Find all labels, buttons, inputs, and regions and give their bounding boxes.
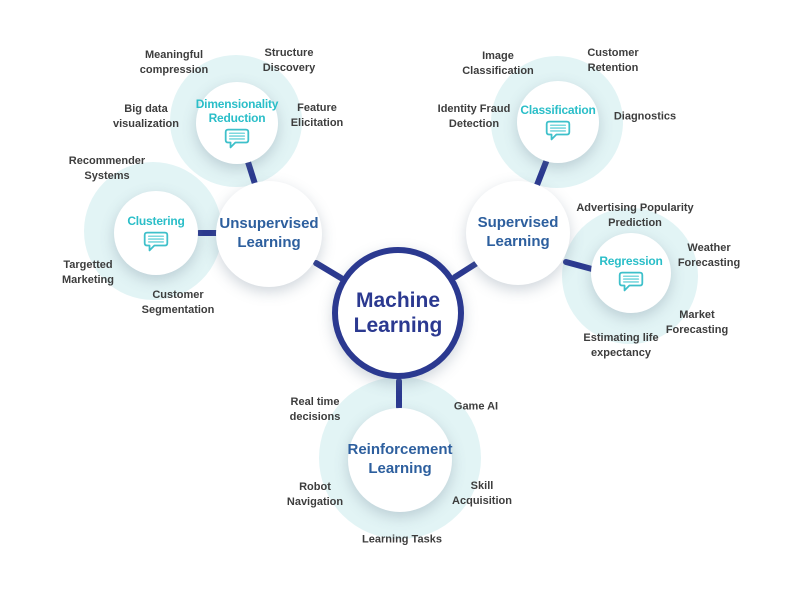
connector-ml-unsupervised <box>313 260 344 281</box>
label-estimating-life-expectancy: Estimating life expectancy <box>583 332 659 359</box>
connector-supervised-regression <box>563 259 595 272</box>
unsupervised-learning-label: Unsupervised Learning <box>219 215 319 251</box>
label-market-forecasting: Market Forecasting <box>665 309 729 336</box>
label-customer-segmentation: Customer Segmentation <box>141 289 215 316</box>
reinforcement-learning-label: Reinforcement Learning <box>347 441 453 477</box>
dimensionality-reduction-label: Dimensionality Reduction <box>195 96 279 125</box>
label-skill-acquisition: Skill Acquisition <box>452 480 512 507</box>
label-customer-retention: Customer Retention <box>587 47 639 74</box>
connector-supervised-classification <box>534 159 549 188</box>
clustering-label: Clustering <box>127 213 185 228</box>
label-robot-navigation: Robot Navigation <box>286 481 344 508</box>
label-advertising-popularity-prediction: Advertising Popularity Prediction <box>576 202 694 229</box>
label-recommender-systems: Recommender Systems <box>68 155 146 182</box>
regression-label: Regression <box>599 253 663 268</box>
label-big-data-visualization: Big data visualization <box>112 103 180 130</box>
speech-bubble-icon <box>545 120 571 141</box>
node-regression: Regression <box>591 233 671 313</box>
node-reinforcement-learning: Reinforcement Learning <box>347 408 453 512</box>
label-feature-elicitation: Feature Elicitation <box>290 102 344 129</box>
label-weather-forecasting: Weather Forecasting <box>677 242 741 269</box>
node-dimensionality-reduction: Dimensionality Reduction <box>196 82 278 164</box>
supervised-learning-label: Supervised Learning <box>477 214 559 250</box>
node-unsupervised-learning: Unsupervised Learning <box>216 181 322 287</box>
label-meaningful-compression: Meaningful compression <box>139 49 209 76</box>
node-classification: Classification <box>517 81 599 163</box>
label-image-classification: Image Classification <box>462 50 534 77</box>
speech-bubble-icon <box>618 271 644 292</box>
classification-label: Classification <box>520 102 596 117</box>
label-targetted-marketing: Targetted Marketing <box>62 259 114 286</box>
connector-ml-supervised <box>452 260 480 280</box>
label-real-time-decisions: Real time decisions <box>289 396 341 423</box>
label-diagnostics: Diagnostics <box>613 110 677 123</box>
label-learning-tasks: Learning Tasks <box>362 533 442 546</box>
machine-learning-label: Machine Learning <box>353 288 443 337</box>
node-machine-learning: Machine Learning <box>332 247 464 379</box>
speech-bubble-icon <box>224 129 250 149</box>
speech-bubble-icon <box>143 231 169 252</box>
label-game-ai: Game AI <box>453 400 499 413</box>
connector-unsupervised-dimensionality <box>245 159 258 187</box>
label-structure-discovery: Structure Discovery <box>262 47 316 74</box>
node-supervised-learning: Supervised Learning <box>466 181 570 285</box>
node-clustering: Clustering <box>114 191 198 275</box>
label-identity-fraud-detection: Identity Fraud Detection <box>437 103 511 130</box>
